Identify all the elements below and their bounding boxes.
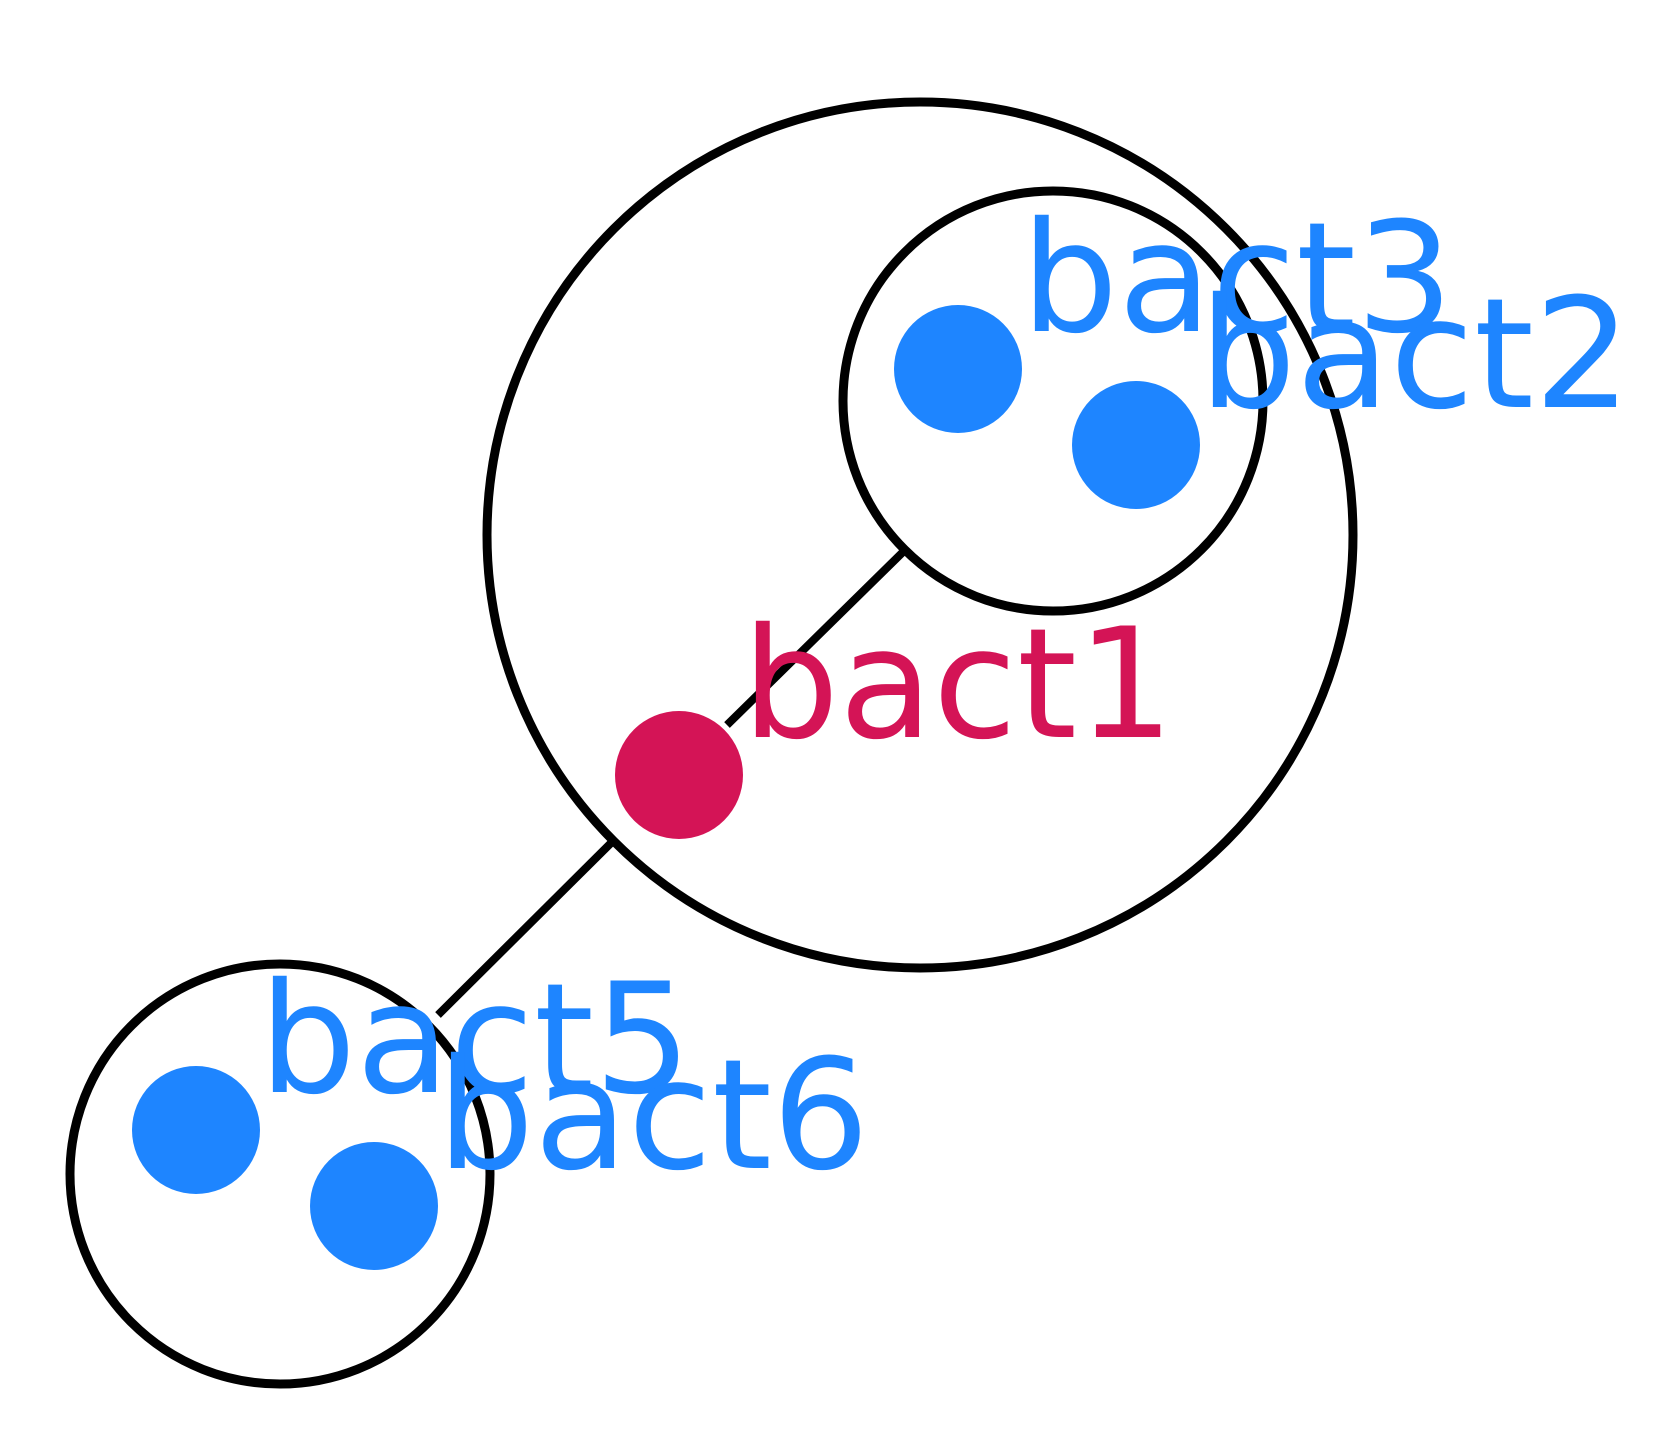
edge-bact1-to-lower-group — [435, 839, 615, 1018]
node-bact6 — [310, 1142, 438, 1270]
edge-bact1-to-inner-group — [724, 547, 908, 728]
node-bact1 — [615, 711, 743, 839]
label-bact5: bact5 — [259, 951, 691, 1129]
node-bact5 — [132, 1066, 260, 1194]
outer-group-circle — [482, 97, 1358, 973]
inner-group-circle — [838, 186, 1268, 616]
node-bact3 — [894, 305, 1022, 433]
label-bact1: bact1 — [742, 596, 1174, 774]
node-bact2 — [1072, 381, 1200, 509]
label-bact2: bact2 — [1199, 266, 1631, 444]
label-bact6: bact6 — [437, 1027, 869, 1205]
lower-group-circle — [65, 959, 495, 1389]
label-bact3: bact3 — [1021, 190, 1453, 368]
